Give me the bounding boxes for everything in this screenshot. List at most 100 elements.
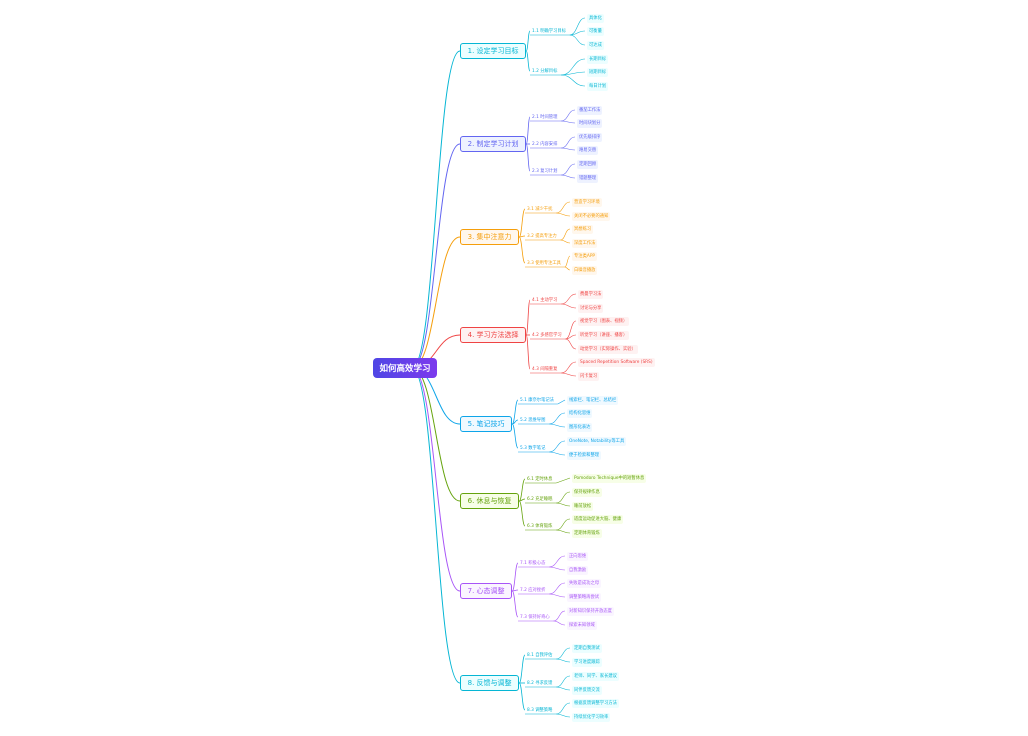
leaf-node[interactable]: 探索未知领域 xyxy=(567,620,597,630)
connector-line xyxy=(411,367,461,592)
connector-line xyxy=(569,17,586,36)
leaf-node[interactable]: 正向思维 xyxy=(567,551,589,561)
leaf-node[interactable]: 营造学习环境 xyxy=(572,197,602,207)
connector-line xyxy=(561,174,576,179)
sub-topic-node[interactable]: 8.3 调整策略 xyxy=(527,708,553,713)
leaf-node[interactable]: 讨论与分享 xyxy=(578,303,604,313)
leaf-node[interactable]: 自我激励 xyxy=(567,565,589,575)
leaf-node[interactable]: 难易交替 xyxy=(577,145,599,155)
connector-line xyxy=(561,58,586,76)
leaf-node[interactable]: 关闭不必要的通知 xyxy=(572,211,611,221)
sub-topic-node[interactable]: 7.2 应对挫折 xyxy=(520,588,546,593)
sub-topic-node[interactable]: 5.3 数字笔记 xyxy=(520,446,546,451)
sub-topic-node[interactable]: 7.1 积极心态 xyxy=(520,561,546,566)
leaf-node[interactable]: 可达成 xyxy=(587,40,604,50)
connector-line xyxy=(556,702,571,715)
sub-topic-node[interactable]: 4.1 主动学习 xyxy=(532,298,558,303)
connector-line xyxy=(561,147,576,151)
connector-line xyxy=(525,299,531,336)
leaf-node[interactable]: 费曼学习法 xyxy=(578,289,604,299)
leaf-node[interactable]: 失败是成功之母 xyxy=(567,578,602,588)
leaf-node[interactable]: 具体化 xyxy=(587,13,604,23)
leaf-node[interactable]: 持续优化学习效率 xyxy=(572,712,611,722)
leaf-node[interactable]: 适度运动促进大脑、健康 xyxy=(572,514,624,524)
leaf-node[interactable]: Pomodoro Technique中的短暂休息 xyxy=(572,473,647,483)
branch-node[interactable]: 6. 休息与恢复 xyxy=(460,493,520,509)
leaf-node[interactable]: 深度工作法 xyxy=(572,238,598,248)
leaf-node[interactable]: 每日计划 xyxy=(587,81,609,91)
sub-topic-node[interactable]: 1.1 明确学习目标 xyxy=(532,29,566,34)
connector-line xyxy=(556,647,571,660)
connector-line xyxy=(518,208,526,238)
leaf-node[interactable]: 睡前放松 xyxy=(572,501,594,511)
leaf-node[interactable]: 定期体育锻炼 xyxy=(572,528,602,538)
root-node[interactable]: 如何高效学习 xyxy=(373,358,437,378)
connector-line xyxy=(518,500,526,527)
leaf-node[interactable]: 定期回顾 xyxy=(577,159,599,169)
sub-topic-node[interactable]: 3.3 使用专注工具 xyxy=(527,261,561,266)
sub-topic-node[interactable]: 5.1 康奈尔笔记法 xyxy=(520,398,554,403)
leaf-node[interactable]: 对新知识保持开放态度 xyxy=(567,606,614,616)
connector-line xyxy=(553,620,566,626)
leaf-node[interactable]: 保持规律作息 xyxy=(572,487,602,497)
leaf-node[interactable]: 同伴反馈交流 xyxy=(572,685,602,695)
leaf-node[interactable]: 动觉学习（实际操作、实验） xyxy=(578,344,638,354)
leaf-node[interactable]: Spaced Repetition Software (SRS) xyxy=(578,357,655,367)
sub-topic-node[interactable]: 3.1 减少干扰 xyxy=(527,207,553,212)
sub-topic-node[interactable]: 3.2 提高专注力 xyxy=(527,234,557,239)
leaf-node[interactable]: 定期自我测试 xyxy=(572,643,602,653)
sub-topic-node[interactable]: 6.1 定时休息 xyxy=(527,477,553,482)
leaf-node[interactable]: 错题整理 xyxy=(577,173,599,183)
sub-topic-node[interactable]: 7.3 保持好奇心 xyxy=(520,615,550,620)
leaf-node[interactable]: 番茄工作法 xyxy=(577,105,603,115)
leaf-node[interactable]: 短期目标 xyxy=(587,67,609,77)
branch-node[interactable]: 7. 心态调整 xyxy=(460,583,513,599)
sub-topic-node[interactable]: 5.2 思维导图 xyxy=(520,418,546,423)
branch-node[interactable]: 4. 学习方法选择 xyxy=(460,327,527,343)
connector-line xyxy=(556,518,571,531)
connector-line xyxy=(561,120,576,124)
branch-node[interactable]: 5. 笔记技巧 xyxy=(460,416,513,432)
connector-line xyxy=(561,71,586,76)
leaf-node[interactable]: 学习进度跟踪 xyxy=(572,657,602,667)
sub-topic-node[interactable]: 1.2 分解目标 xyxy=(532,69,558,74)
sub-topic-node[interactable]: 8.2 寻求反馈 xyxy=(527,681,553,686)
leaf-node[interactable]: 白噪音播放 xyxy=(572,265,598,275)
sub-topic-node[interactable]: 4.3 间隔重复 xyxy=(532,367,558,372)
leaf-node[interactable]: 专注类APP xyxy=(572,251,598,261)
connector-line xyxy=(549,440,566,453)
leaf-node[interactable]: 可衡量 xyxy=(587,26,604,36)
leaf-node[interactable]: OneNote, Notability等工具 xyxy=(567,436,627,446)
leaf-node[interactable]: 长期目标 xyxy=(587,54,609,64)
leaf-node[interactable]: 根据反馈调整学习方法 xyxy=(572,698,619,708)
sub-topic-node[interactable]: 8.1 自我评估 xyxy=(527,653,553,658)
connector-line xyxy=(511,590,519,618)
leaf-node[interactable]: 视觉学习（图表、视频） xyxy=(578,316,630,326)
connector-line xyxy=(569,30,586,36)
sub-topic-node[interactable]: 6.2 充足睡眠 xyxy=(527,497,553,502)
leaf-node[interactable]: 老师、同学、家长建议 xyxy=(572,671,619,681)
branch-node[interactable]: 8. 反馈与调整 xyxy=(460,675,520,691)
leaf-node[interactable]: 听觉学习（讲座、播客） xyxy=(578,330,630,340)
leaf-node[interactable]: 调整策略再尝试 xyxy=(567,592,602,602)
connector-line xyxy=(564,266,571,271)
sub-topic-node[interactable]: 2.3 复习计划 xyxy=(532,169,558,174)
leaf-node[interactable]: 时间块划分 xyxy=(577,118,603,128)
leaf-node[interactable]: 闪卡复习 xyxy=(578,371,600,381)
sub-topic-node[interactable]: 6.3 体育锻炼 xyxy=(527,524,553,529)
sub-topic-node[interactable]: 4.2 多感官学习 xyxy=(532,333,562,338)
sub-topic-node[interactable]: 2.2 内容安排 xyxy=(532,142,558,147)
leaf-node[interactable]: 结构化思维 xyxy=(567,408,593,418)
sub-topic-node[interactable]: 2.1 时间管理 xyxy=(532,115,558,120)
leaf-node[interactable]: 优先级排序 xyxy=(577,132,603,142)
connector-line xyxy=(518,682,526,711)
branch-node[interactable]: 2. 制定学习计划 xyxy=(460,136,527,152)
branch-node[interactable]: 3. 集中注意力 xyxy=(460,229,520,245)
branch-node[interactable]: 1. 设定学习目标 xyxy=(460,43,527,59)
leaf-node[interactable]: 便于检索和整理 xyxy=(567,450,602,460)
leaf-node[interactable]: 图形化表达 xyxy=(567,422,593,432)
connector-line xyxy=(411,50,461,369)
connector-line xyxy=(561,303,577,309)
leaf-node[interactable]: 冥想练习 xyxy=(572,224,594,234)
leaf-node[interactable]: 线索栏、笔记栏、总结栏 xyxy=(567,395,619,405)
